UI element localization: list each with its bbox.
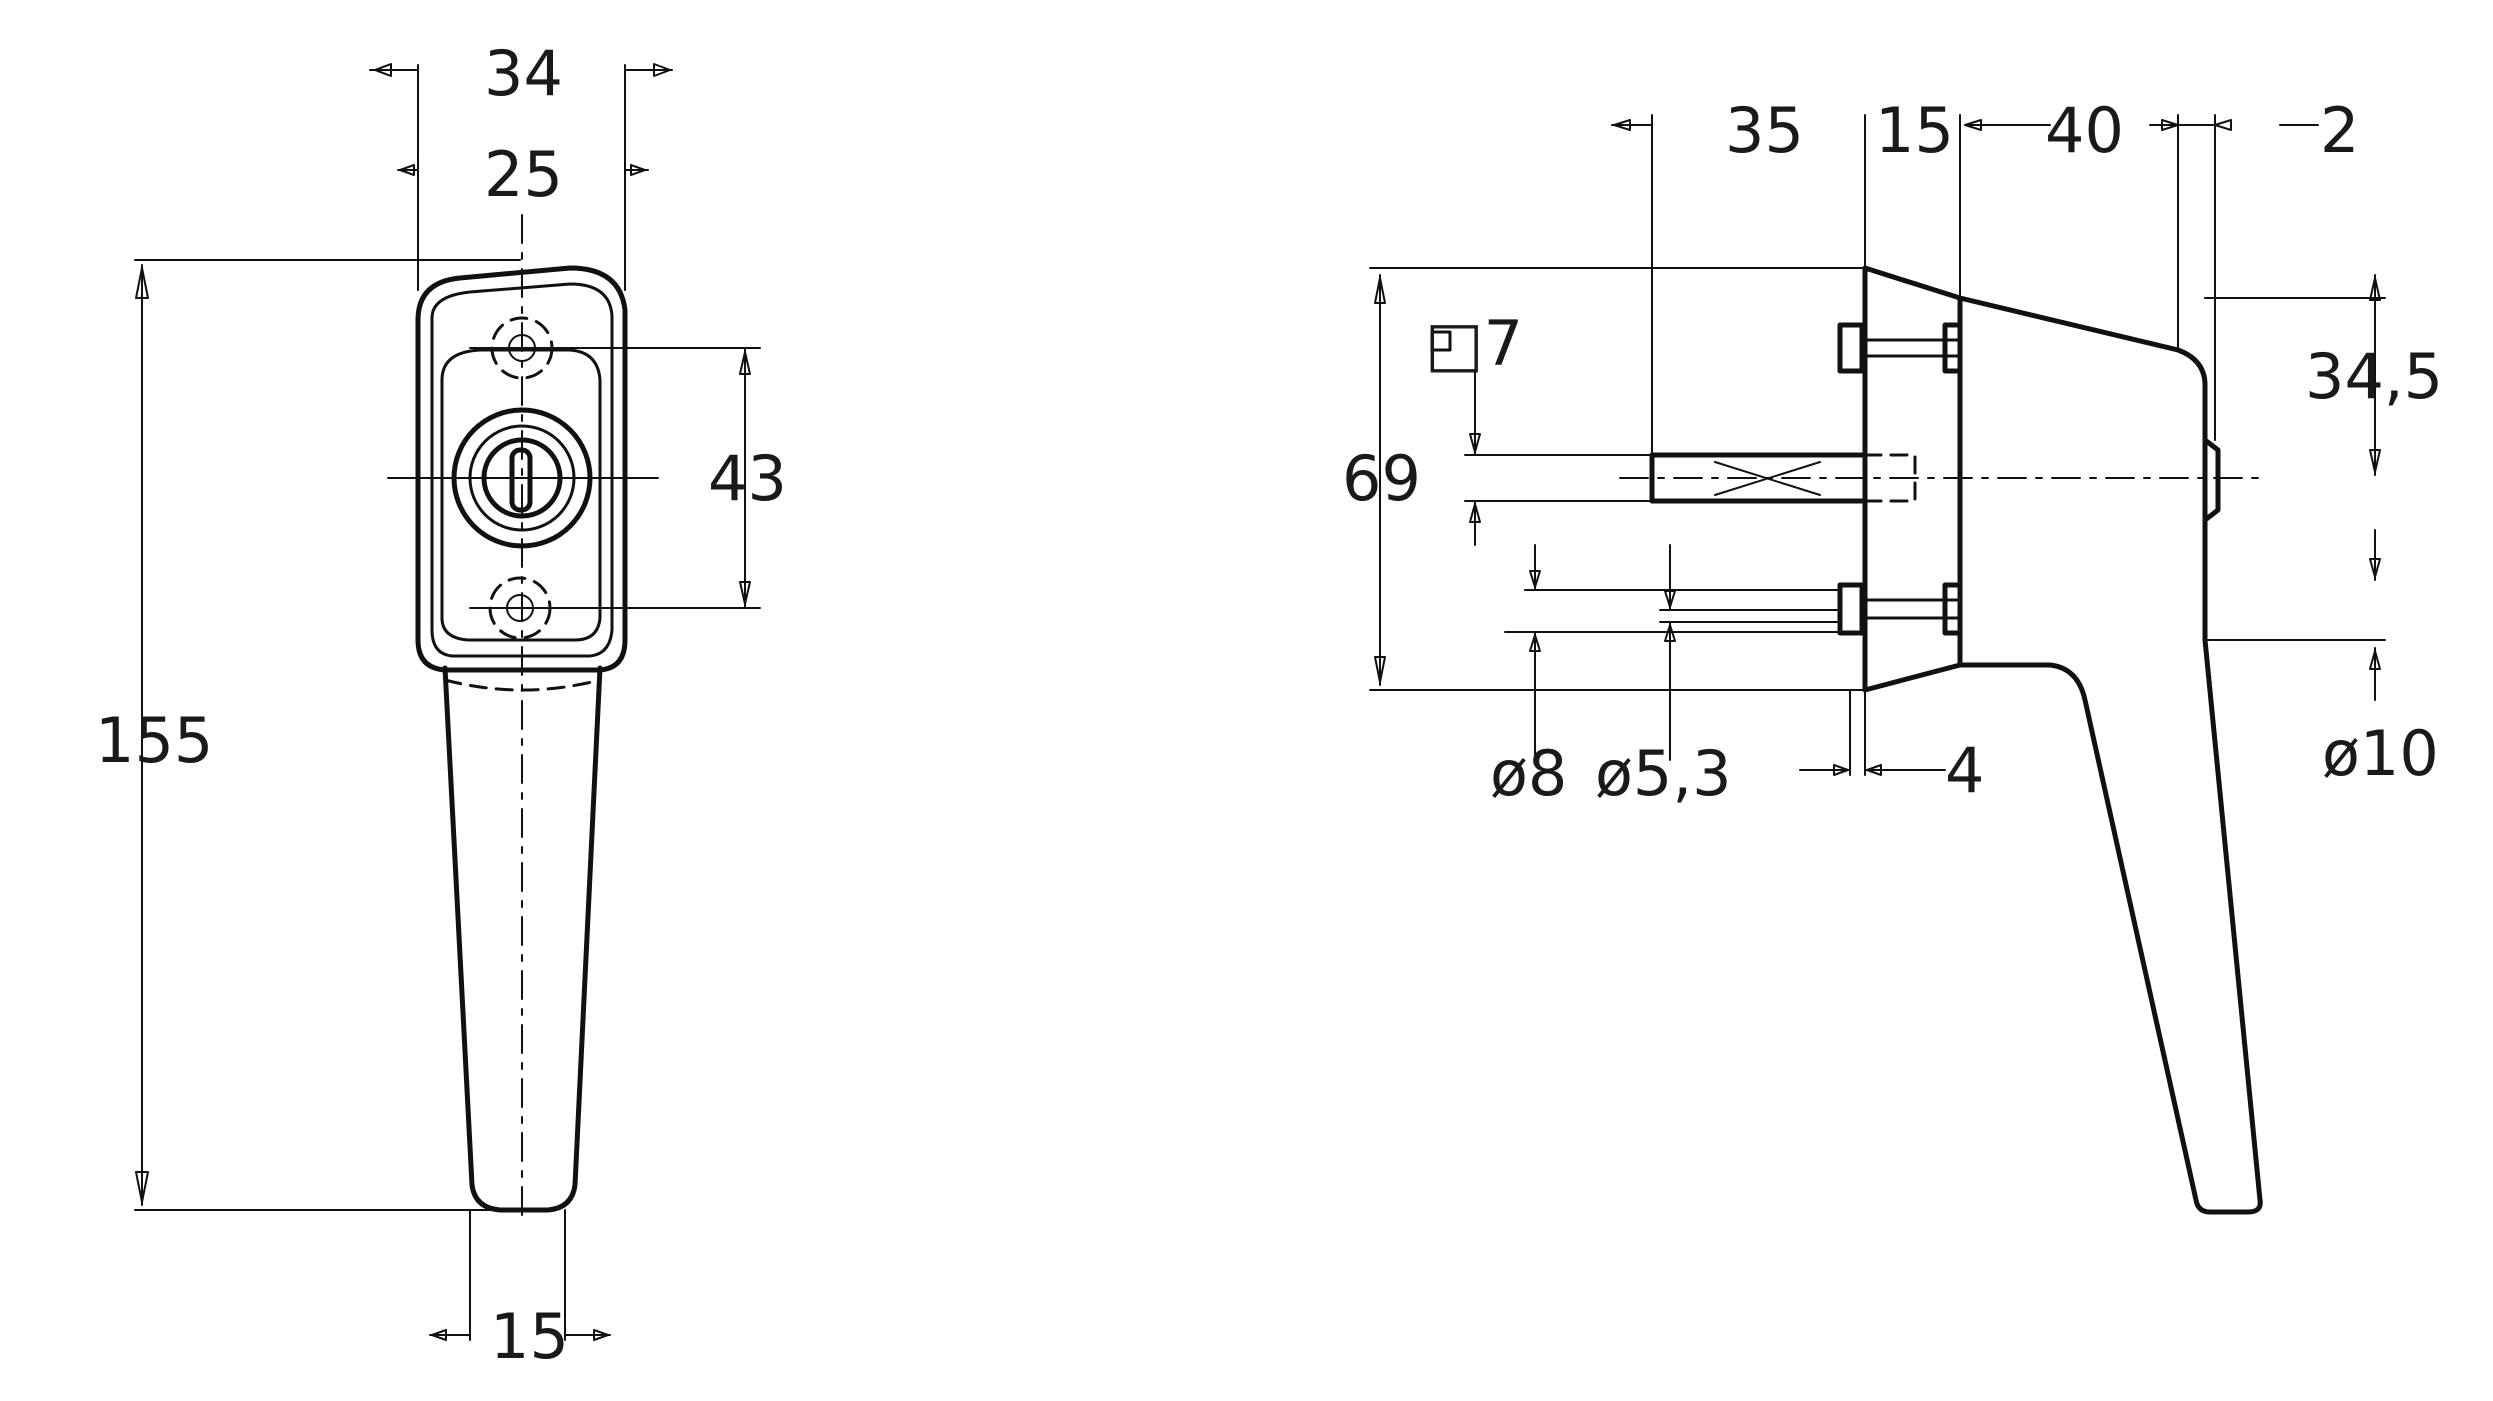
dim-hole-dia-53: ø5,3 — [1595, 737, 1732, 810]
dim-rose-depth: 15 — [1875, 94, 1954, 167]
dim-width-outer: 34 — [484, 37, 563, 110]
side-handle-body — [1957, 295, 2263, 1215]
dim-total-height: 155 — [95, 704, 213, 777]
side-screw-bottom-icon — [1837, 582, 1963, 636]
dim-plate-thickness: 4 — [1945, 734, 1984, 807]
dim-hole-dia-8: ø8 — [1490, 737, 1567, 810]
front-rose-inner — [430, 282, 614, 658]
dim-pin-dia: ø10 — [2322, 717, 2439, 790]
dim-hole-spacing: 43 — [708, 442, 787, 515]
dim-grip-width: 15 — [490, 1300, 569, 1373]
front-rose-outer — [415, 265, 628, 673]
side-screw-top-icon — [1837, 322, 1963, 374]
dim-spindle-square: □7 — [1425, 307, 1523, 380]
dim-top-height: 34,5 — [2305, 340, 2443, 413]
dim-spindle-length: 35 — [1725, 94, 1804, 167]
side-view: 35 15 40 2 □7 69 34,5 ø8 ø5,3 4 ø10 — [1342, 94, 2443, 1215]
dim-tip-offset: 2 — [2320, 94, 2359, 167]
front-escutcheon — [440, 348, 602, 642]
dim-handle-offset: 40 — [2045, 94, 2124, 167]
front-view: 34 25 43 155 15 — [95, 37, 787, 1373]
dim-rose-height: 69 — [1342, 442, 1421, 515]
front-handle-grip — [442, 665, 603, 1213]
dim-width-rose: 25 — [484, 138, 563, 211]
